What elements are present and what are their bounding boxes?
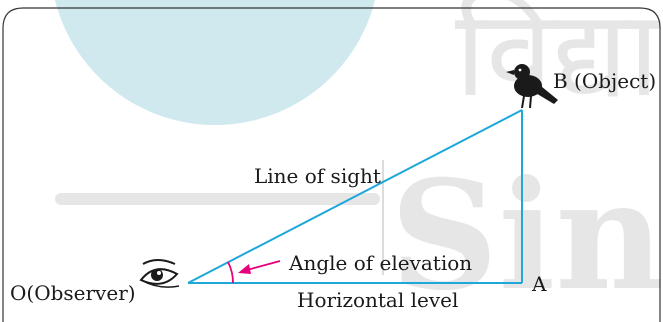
watermark-circle: [50, 0, 380, 125]
angle-arrow-shaft: [247, 261, 280, 270]
watermark-devanagari: विद्या: [455, 0, 661, 124]
point-a-label: A: [531, 272, 547, 296]
horizontal-label: Horizontal level: [297, 288, 458, 312]
watermark-bar: [55, 193, 380, 205]
observer-label: O(Observer): [10, 281, 136, 305]
angle-arc: [228, 262, 233, 283]
angle-arrow-head: [238, 264, 251, 274]
angle-label: Angle of elevation: [288, 251, 472, 275]
object-label: B (Object): [553, 69, 656, 93]
eye-icon: [141, 260, 179, 287]
line-of-sight-label: Line of sight: [254, 164, 381, 188]
angle-arrow: [238, 261, 280, 274]
